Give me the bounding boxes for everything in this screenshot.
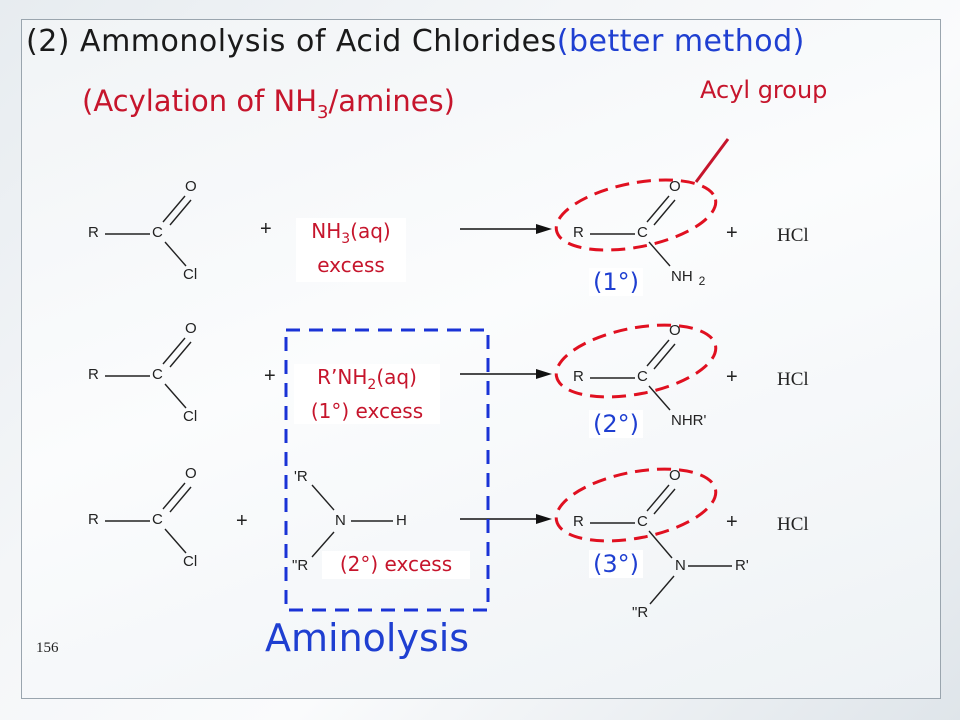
atom-o-1: O (185, 178, 197, 195)
hcl-2: HCl (777, 369, 809, 390)
degree-label-1: (1°) (589, 268, 643, 296)
bond-c-cl-2 (164, 383, 187, 409)
bond-c-o-3b (169, 486, 192, 513)
page-number: 156 (36, 640, 59, 656)
plus-p2: + (726, 366, 738, 388)
atom-cl-2: Cl (183, 408, 198, 425)
atom-o-p3: O (669, 467, 681, 484)
bond-c-o-p2b (653, 343, 676, 370)
atom-r-p3: R (573, 513, 584, 530)
atom-o-p2: O (669, 322, 681, 339)
plus-p3: + (726, 511, 738, 533)
title-main: Ammonolysis of Acid Chlorides (80, 24, 557, 59)
atom-o-2: O (185, 320, 197, 337)
atom-o-p1: O (669, 178, 681, 195)
atom-c-p1: C (637, 224, 648, 241)
slide-frame (21, 19, 941, 699)
reagent-1: NH3(aq) excess (296, 218, 406, 282)
atom-cl-1: Cl (183, 266, 198, 283)
atom-r-p1: R (573, 224, 584, 241)
bond-c-o-1b (169, 199, 192, 226)
atom-r-3: R (88, 511, 99, 528)
atom-c-p3: C (637, 513, 648, 530)
subtitle: (Acylation of NH3/amines) (82, 84, 455, 123)
slide-title: (2) Ammonolysis of Acid Chlorides(better… (26, 24, 805, 59)
hcl-3: HCl (777, 514, 809, 535)
plus-2: + (264, 365, 276, 387)
plus-3: + (236, 510, 248, 532)
bond-r2-n-amine (311, 531, 335, 558)
bond-c-n-p3 (648, 530, 673, 559)
amine-n: N (335, 512, 346, 529)
atom-r-1: R (88, 224, 99, 241)
bond-c-cl-1 (164, 241, 187, 267)
plus-p1: + (726, 222, 738, 244)
atom-rprime-p3: R' (735, 557, 749, 574)
bond-c-o-3a (162, 482, 186, 510)
acyl-ellipse-1 (554, 178, 718, 252)
atom-cl-3: Cl (183, 553, 198, 570)
acyl-pointer-line (694, 138, 730, 183)
atom-c-p2: C (637, 368, 648, 385)
bond-c-o-p1b (653, 199, 676, 226)
degree-label-2: (2°) (589, 410, 643, 438)
atom-c-3: C (152, 511, 163, 528)
atom-c-1: C (152, 224, 163, 241)
plus-1: + (260, 218, 272, 240)
bond-c-o-p2a (646, 339, 670, 367)
amine-rpp: "R (292, 557, 309, 574)
degree-label-3: (3°) (589, 550, 643, 578)
atom-r-2: R (88, 366, 99, 383)
bond-c-n-p2 (648, 385, 671, 411)
aminolysis-box (284, 328, 490, 612)
atom-n-p3: N (675, 557, 686, 574)
amine-h: H (396, 512, 407, 529)
bond-r-n-amine (311, 484, 335, 511)
title-number: (2) (26, 24, 70, 59)
aminolysis-label: Aminolysis (265, 616, 470, 660)
atom-c-2: C (152, 366, 163, 383)
bond-n-rdouble-p3 (649, 575, 675, 605)
acyl-group-label: Acyl group (700, 76, 828, 104)
acyl-ellipse-3 (554, 467, 718, 543)
reagent-3: (2°) excess (322, 551, 470, 579)
bond-c-o-2a (162, 337, 186, 365)
bond-c-o-p3a (646, 484, 670, 512)
atom-nhr-p2: NHR' (671, 412, 707, 429)
atom-rdouble-p3: "R (632, 604, 649, 621)
bond-c-o-1a (162, 195, 186, 223)
acyl-ellipse-2 (554, 323, 718, 399)
atom-o-3: O (185, 465, 197, 482)
amine-rp: 'R (294, 468, 308, 485)
title-note: (better method) (556, 24, 805, 59)
bond-c-n-p1 (648, 241, 671, 267)
bond-c-o-p1a (646, 195, 670, 223)
bond-c-o-2b (169, 341, 192, 368)
bond-c-cl-3 (164, 528, 187, 554)
hcl-1: HCl (777, 225, 809, 246)
reaction-arrows (460, 224, 552, 524)
reagent-2: R’NH2(aq) (1°) excess (294, 364, 440, 424)
bond-c-o-p3b (653, 488, 676, 515)
atom-r-p2: R (573, 368, 584, 385)
